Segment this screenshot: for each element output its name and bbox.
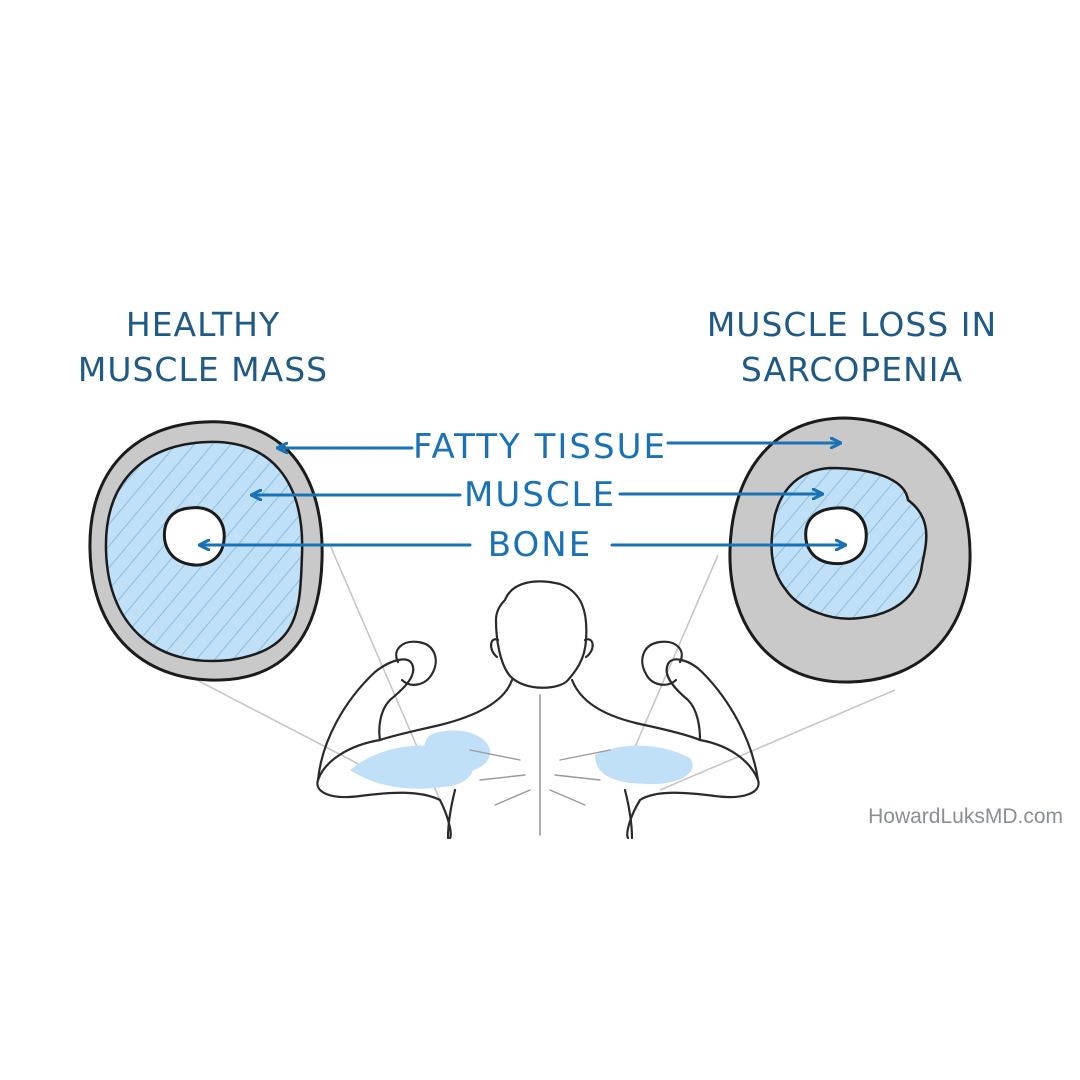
right-title-line-1: MUSCLE LOSS IN [707,305,997,344]
healthy-bone [162,506,226,567]
label-arrows [200,443,845,545]
healthy-cross-section [88,420,324,682]
left-title-line-2: MUSCLE MASS [78,350,328,389]
left-forearm [316,658,415,782]
left-fist [395,640,437,686]
right-forearm [665,658,760,782]
torso-sides [446,788,634,840]
right-arm [626,738,760,840]
back-lines-left [469,749,531,806]
left-arm [316,738,452,840]
head [494,580,588,689]
right-title-line-2: SARCOPENIA [741,350,963,389]
sarcopenia-cross-section [728,416,972,684]
right-fist [641,640,683,686]
flexing-figure [316,580,760,840]
ear-left [490,638,500,659]
watermark: HowardLuksMD.com [868,805,1063,828]
center-labels: FATTY TISSUE MUSCLE BONE [413,427,667,565]
label-fatty-tissue: FATTY TISSUE [413,427,667,467]
right-muscle-highlight [595,745,693,785]
label-muscle: MUSCLE [464,475,616,515]
neck-shoulders-right [570,678,702,742]
neck-shoulders [378,678,514,742]
ear-right [583,638,594,659]
back-lines-right [549,749,611,806]
left-back-highlight [424,730,491,773]
left-title-line-1: HEALTHY [126,305,280,344]
label-bone: BONE [488,525,592,565]
sarcopenia-bone [804,506,868,566]
titles: HEALTHY MUSCLE MASS MUSCLE LOSS IN SARCO… [78,305,997,389]
